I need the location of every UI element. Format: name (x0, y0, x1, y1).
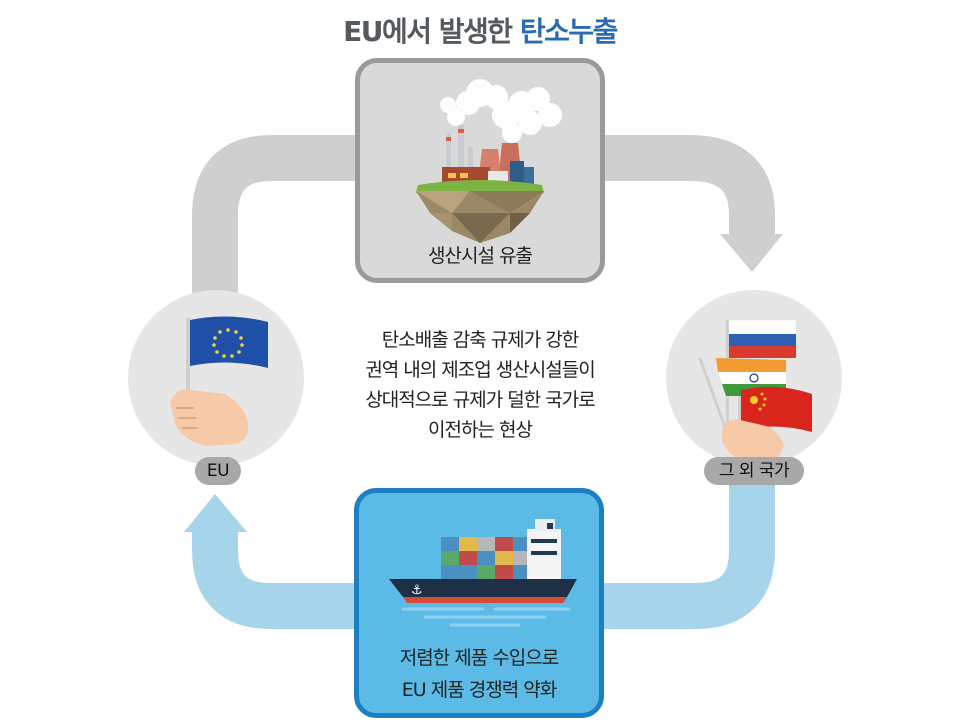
russia-flag (728, 319, 797, 358)
arrow-ship-to-eu-body (192, 525, 360, 629)
container-ship-illustration: ⚓ (389, 519, 577, 627)
eu-circle (128, 290, 304, 466)
china-flag (741, 386, 812, 432)
factory-island-illustration (416, 79, 562, 243)
other-countries-flags-illustration (698, 319, 812, 458)
eu-label: EU (195, 457, 241, 485)
arrow-factory-to-other-head (720, 234, 783, 272)
title-prefix: EU에서 발생한 (343, 15, 520, 48)
other-countries-circle (666, 290, 842, 466)
title-highlight: 탄소누출 (519, 15, 619, 48)
carbon-leakage-definition: 탄소배출 감축 규제가 강한 권역 내의 제조업 생산시설들이 상대적으로 규제… (320, 325, 640, 445)
definition-line3: 상대적으로 규제가 덜한 국가로 (365, 389, 595, 411)
arrow-factory-to-other-body (600, 135, 775, 238)
diagram-title: EU에서 발생한 탄소누출 (0, 10, 960, 50)
other-hand (722, 419, 784, 458)
other-countries-label: 그 외 국가 (704, 457, 804, 485)
cheap-import-line1: 저렴한 제품 수입으로 (399, 647, 559, 669)
definition-line4: 이전하는 현상 (428, 419, 533, 441)
arrow-eu-to-factory (192, 135, 360, 300)
eu-hand (170, 389, 249, 446)
arrow-ship-to-eu-head (184, 494, 247, 532)
production-outflow-label: 생산시설 유출 (428, 245, 533, 267)
arrow-other-to-ship (600, 470, 775, 629)
definition-line2: 권역 내의 제조업 생산시설들이 (365, 359, 595, 381)
containers (441, 537, 527, 579)
eu-flag (190, 316, 268, 368)
cheap-import-line2: EU 제품 경쟁력 약화 (401, 679, 557, 701)
eu-flag-hand-illustration (170, 316, 268, 446)
definition-line1: 탄소배출 감축 규제가 강한 (381, 329, 579, 351)
cheap-import-box: ⚓ 저렴한 제품 수입으로 EU 제품 경쟁력 약화 (354, 488, 604, 718)
production-outflow-box: 생산시설 유출 (355, 58, 605, 283)
svg-text:⚓: ⚓ (411, 583, 423, 598)
